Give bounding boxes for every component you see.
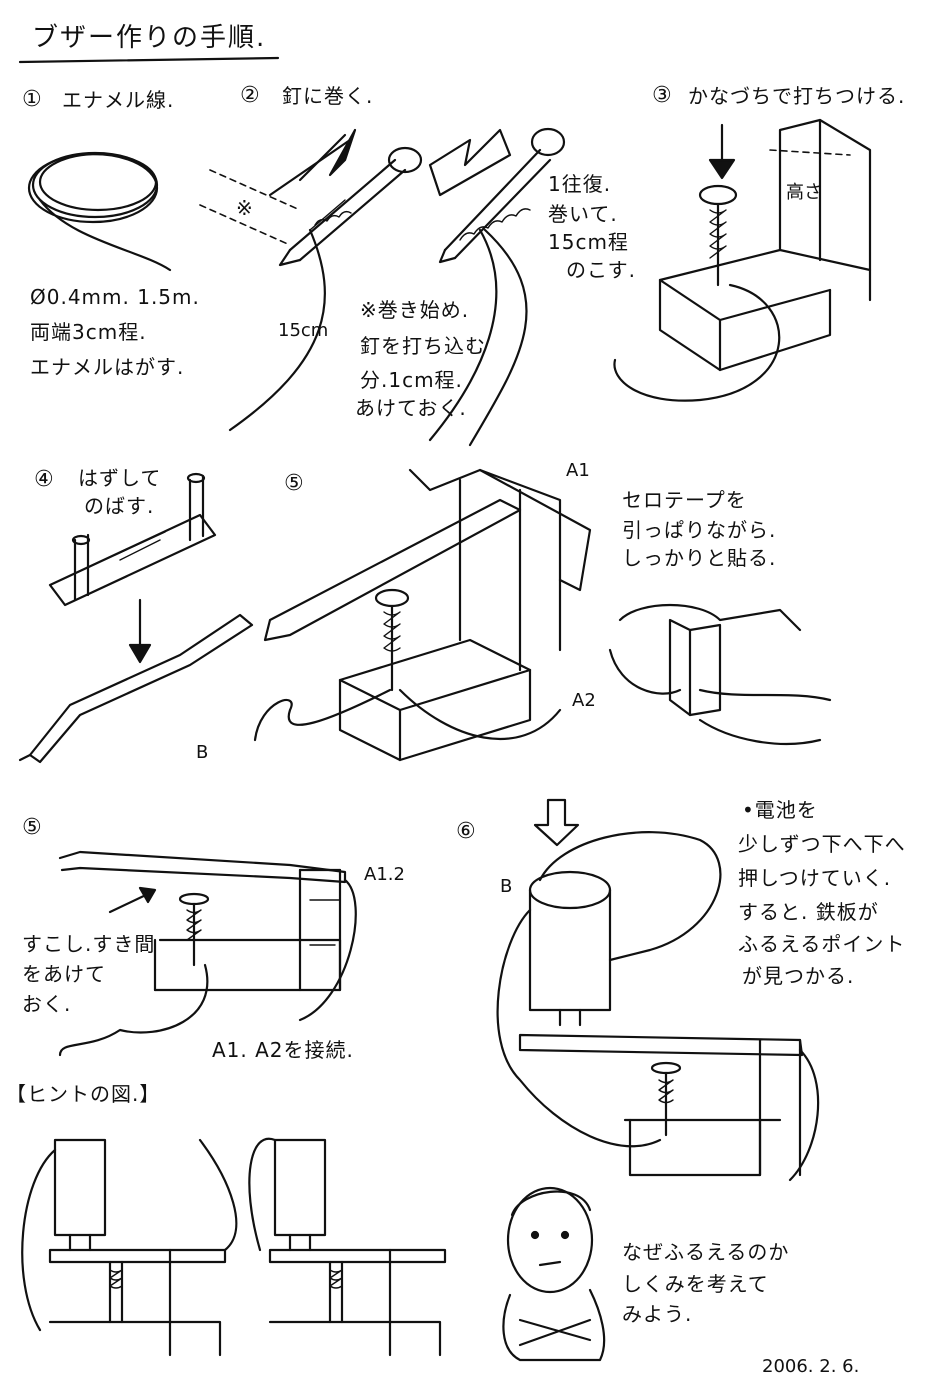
step-5a-note-1: セロテープを bbox=[622, 488, 747, 512]
step-6-note-3: 押しつけていく. bbox=[738, 866, 892, 890]
step-5b-note-3: おく. bbox=[22, 992, 72, 1016]
thinking-person-drawing bbox=[502, 1186, 606, 1362]
step-4-label-2: のばす. bbox=[84, 494, 155, 518]
step-5a-note-3: しっかりと貼る. bbox=[622, 546, 777, 570]
step-2-mark: ※ bbox=[236, 196, 254, 220]
step-5b-note-1: すこし.すき間 bbox=[22, 932, 156, 956]
question-line-3: みよう. bbox=[622, 1302, 693, 1326]
side-view-drawing bbox=[58, 850, 357, 1057]
question-line-2: しくみを考えて bbox=[622, 1272, 769, 1296]
step-2-right-note-3: 15cm程 bbox=[548, 230, 629, 254]
step-2-right-note-4: のこす. bbox=[566, 258, 636, 282]
step-1-number: ① bbox=[22, 87, 42, 112]
hint-figure-1 bbox=[21, 1138, 238, 1357]
step-6-note-6: が見つかる. bbox=[742, 964, 855, 988]
step-2-number: ② bbox=[240, 83, 260, 108]
step-2-note-2: 釘を打ち込む bbox=[360, 334, 486, 358]
step-5b-note-2: をあけて bbox=[22, 962, 106, 986]
step-2-note-4: あけておく. bbox=[355, 396, 467, 420]
battery-press-drawing bbox=[496, 798, 820, 1182]
step-2-label: 釘に巻く. bbox=[282, 84, 374, 108]
step-2-note-3: 分.1cm程. bbox=[360, 368, 463, 392]
title-underline bbox=[18, 56, 280, 64]
nail-wrapping-drawing-2 bbox=[428, 127, 566, 447]
page-title: ブザー作りの手順. bbox=[32, 23, 267, 53]
label-a1: A1 bbox=[566, 460, 590, 481]
step-6-number: ⑥ bbox=[456, 819, 476, 844]
step-1-label: エナメル線. bbox=[62, 88, 175, 112]
step-6-note-5: ふるえるポイント bbox=[738, 932, 906, 956]
step-6-note-4: すると. 鉄板が bbox=[738, 900, 879, 924]
step-6-note-2: 少しずつ下へ下へ bbox=[738, 832, 906, 856]
step-4-number: ④ bbox=[34, 467, 54, 492]
step-6-label-b: B bbox=[500, 876, 513, 897]
step-3-height: 高さ bbox=[786, 182, 822, 203]
step-5a-number: ⑤ bbox=[284, 471, 304, 496]
label-a12: A1.2 bbox=[364, 864, 405, 885]
remove-and-extend-drawing bbox=[18, 472, 254, 764]
step-1-note-3: エナメルはがす. bbox=[30, 355, 185, 379]
step-5b-connect: A1. A2を接続. bbox=[212, 1038, 354, 1062]
step-1-note-2: 両端3cm程. bbox=[30, 320, 147, 344]
label-a2: A2 bbox=[572, 690, 596, 711]
step-5a-note-2: 引っぱりながら. bbox=[622, 518, 777, 542]
date: 2006. 2. 6. bbox=[762, 1356, 860, 1377]
step-2-right-note-2: 巻いて. bbox=[548, 202, 618, 226]
hint-figure-2 bbox=[248, 1137, 447, 1357]
hammer-nail-block-drawing bbox=[613, 118, 872, 402]
step-6-note-1: •電池を bbox=[742, 798, 818, 822]
step-5b-number: ⑤ bbox=[22, 815, 42, 840]
step-2-note-1: ※巻き始め. bbox=[360, 298, 470, 322]
step-2-right-note-1: 1往復. bbox=[548, 172, 612, 196]
question-line-1: なぜふるえるのか bbox=[622, 1240, 790, 1264]
step-3-number: ③ bbox=[652, 83, 672, 108]
taping-hands-drawing bbox=[608, 604, 832, 746]
enamel-wire-coil-drawing bbox=[27, 151, 172, 272]
label-b: B bbox=[196, 742, 209, 763]
step-4-label-1: はずして bbox=[78, 466, 162, 490]
hint-label: 【ヒントの図.】 bbox=[6, 1082, 161, 1106]
nail-wrapping-drawing-1 bbox=[199, 128, 423, 432]
step-2-length: 15cm bbox=[278, 320, 329, 341]
step-1-note-1: Ø0.4mm. 1.5m. bbox=[30, 285, 200, 309]
strip-on-block-drawing bbox=[253, 468, 592, 762]
step-3-label: かなづちで打ちつける. bbox=[688, 84, 906, 108]
